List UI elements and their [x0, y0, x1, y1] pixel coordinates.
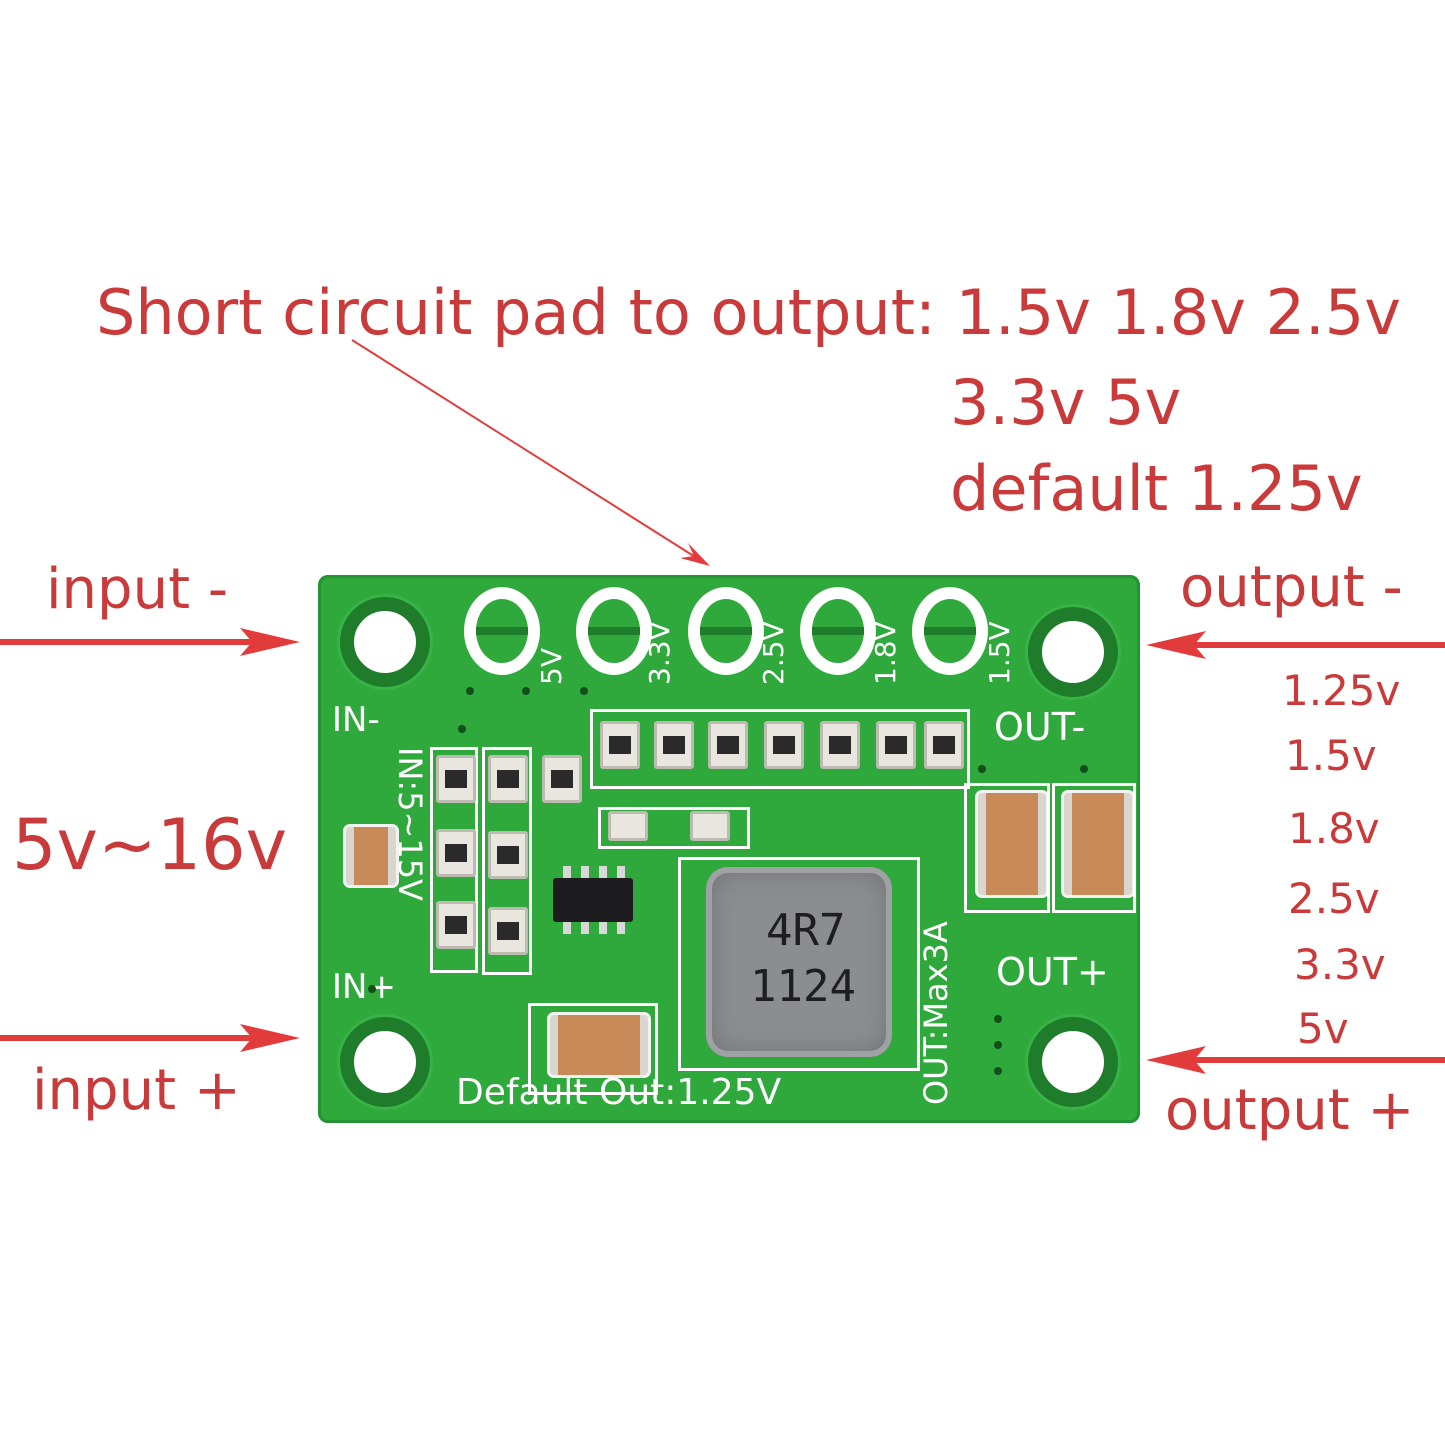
bulk-capacitor-frame	[528, 1003, 658, 1095]
via	[994, 1041, 1002, 1049]
pad-label-1v8: 1.8V	[869, 621, 902, 685]
silk-in-minus: IN-	[332, 700, 380, 740]
resistor	[820, 721, 860, 769]
bulk-capacitor	[550, 1015, 648, 1075]
via	[580, 687, 588, 695]
mount-hole-in-plus	[340, 1017, 430, 1107]
inductor-marking-2: 1124	[750, 961, 856, 1012]
inductor-marking-1: 4R7	[766, 905, 846, 956]
resistor-column-frame	[430, 747, 478, 973]
pad-label-5v: 5V	[535, 648, 568, 685]
output-option: 3.3v	[1294, 940, 1386, 989]
output-capacitor-frame	[1052, 783, 1136, 913]
via	[458, 725, 466, 733]
resistor	[654, 721, 694, 769]
resistor-array-frame	[590, 709, 970, 789]
resistor	[924, 721, 964, 769]
callout-pointer-head	[680, 543, 710, 566]
component-column-frame	[482, 747, 532, 975]
resistor	[708, 721, 748, 769]
output-minus-label: output -	[1180, 555, 1403, 620]
callout-pointer-line	[351, 339, 701, 561]
output-option: 1.25v	[1282, 666, 1401, 715]
solder-pad-1v8[interactable]	[800, 587, 876, 675]
pad-label-3v3: 3.3V	[643, 621, 676, 685]
mount-hole-out-minus	[1028, 607, 1118, 697]
resistor	[436, 901, 476, 949]
silk-out-plus: OUT+	[996, 950, 1109, 994]
resistor	[764, 721, 804, 769]
arrowhead-output-minus	[1146, 631, 1206, 659]
output-capacitor-frame	[964, 783, 1050, 913]
callout-line-1: Short circuit pad to output: 1.5v 1.8v 2…	[96, 276, 1401, 349]
resistor	[488, 755, 528, 803]
output-option: 1.5v	[1285, 731, 1377, 780]
callout-line-3: default 1.25v	[950, 452, 1363, 525]
pad-label-1v5: 1.5V	[983, 621, 1016, 685]
resistor	[608, 811, 648, 841]
regulator-ic	[553, 866, 633, 934]
inductor-frame	[678, 857, 920, 1071]
resistor	[436, 829, 476, 877]
via	[994, 1015, 1002, 1023]
arrowhead-output-plus	[1146, 1046, 1206, 1074]
output-option: 1.8v	[1288, 804, 1380, 853]
input-minus-label: input -	[46, 557, 229, 622]
output-capacitor	[1064, 793, 1132, 895]
output-plus-label: output +	[1165, 1078, 1415, 1143]
silk-in-plus: IN+	[332, 967, 396, 1007]
output-capacitor	[978, 793, 1046, 895]
input-capacitor	[346, 827, 396, 885]
mount-hole-in-minus	[340, 597, 430, 687]
via	[522, 687, 530, 695]
resistor	[600, 721, 640, 769]
callout-line-2: 3.3v 5v	[950, 366, 1182, 439]
power-inductor: 4R7 1124	[706, 867, 892, 1057]
capacitor-small	[488, 831, 528, 879]
mount-hole-out-plus	[1028, 1017, 1118, 1107]
resistor	[436, 755, 476, 803]
resistor	[542, 755, 582, 803]
capacitor-small	[488, 907, 528, 955]
input-plus-label: input +	[32, 1058, 241, 1123]
arrowhead-input-minus	[240, 628, 300, 656]
resistor	[876, 721, 916, 769]
silk-input-range: IN:5~15V	[391, 747, 429, 901]
pad-label-2v5: 2.5V	[757, 621, 790, 685]
solder-pad-3v3[interactable]	[576, 587, 652, 675]
via	[994, 1067, 1002, 1075]
via	[368, 985, 376, 993]
solder-pad-1v5[interactable]	[912, 587, 988, 675]
silk-max-current: OUT:Max3A	[917, 921, 955, 1105]
via	[978, 765, 986, 773]
via	[1080, 765, 1088, 773]
solder-pad-5v[interactable]	[464, 587, 540, 675]
arrowhead-input-plus	[240, 1024, 300, 1052]
resistor-pair-frame	[598, 807, 750, 849]
silk-out-minus: OUT-	[994, 705, 1086, 749]
via	[466, 687, 474, 695]
output-option: 5v	[1297, 1004, 1349, 1053]
solder-pad-2v5[interactable]	[688, 587, 764, 675]
input-range-label: 5v~16v	[12, 804, 288, 886]
resistor	[690, 811, 730, 841]
output-option: 2.5v	[1288, 874, 1380, 923]
